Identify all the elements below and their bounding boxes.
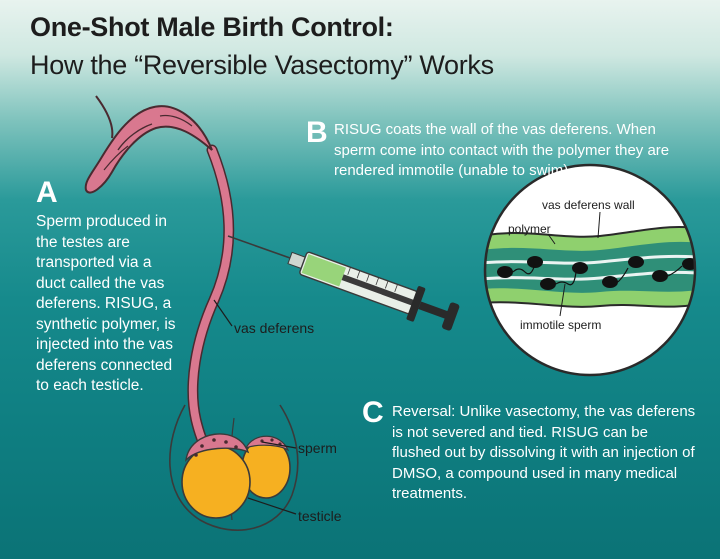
leader-vas-deferens (213, 299, 233, 327)
vas-deferens-duct (187, 144, 235, 474)
label-immotile-sperm: immotile sperm (520, 318, 602, 332)
section-c-letter: C (362, 396, 384, 429)
page-subtitle: How the “Reversible Vasectomy” Works (30, 50, 494, 80)
testicle-left (181, 433, 251, 519)
seminal-vesicle (84, 95, 213, 194)
label-polymer: polymer (508, 222, 551, 236)
scrotum-outline (169, 404, 299, 531)
label-vas-deferens-wall: vas deferens wall (542, 198, 635, 212)
vas-deferens-cross-section (483, 163, 697, 377)
section-b-text: RISUG coats the wall of the vas deferens… (334, 121, 670, 179)
section-a-letter: A (36, 176, 58, 209)
label-vas-deferens: vas deferens (234, 320, 315, 336)
page-title: One-Shot Male Birth Control: (30, 12, 394, 42)
section-a-text: Sperm produced in the testes are transpo… (36, 213, 176, 394)
leader-testicle (247, 497, 297, 515)
section-b-letter: B (306, 116, 328, 149)
testicle-right (241, 435, 291, 499)
syringe-icon (227, 235, 460, 331)
leader-sperm (261, 441, 297, 449)
label-testicle: testicle (298, 508, 342, 524)
label-sperm: sperm (298, 440, 337, 456)
section-c-text: Reversal: Unlike vasectomy, the vas defe… (392, 403, 696, 502)
